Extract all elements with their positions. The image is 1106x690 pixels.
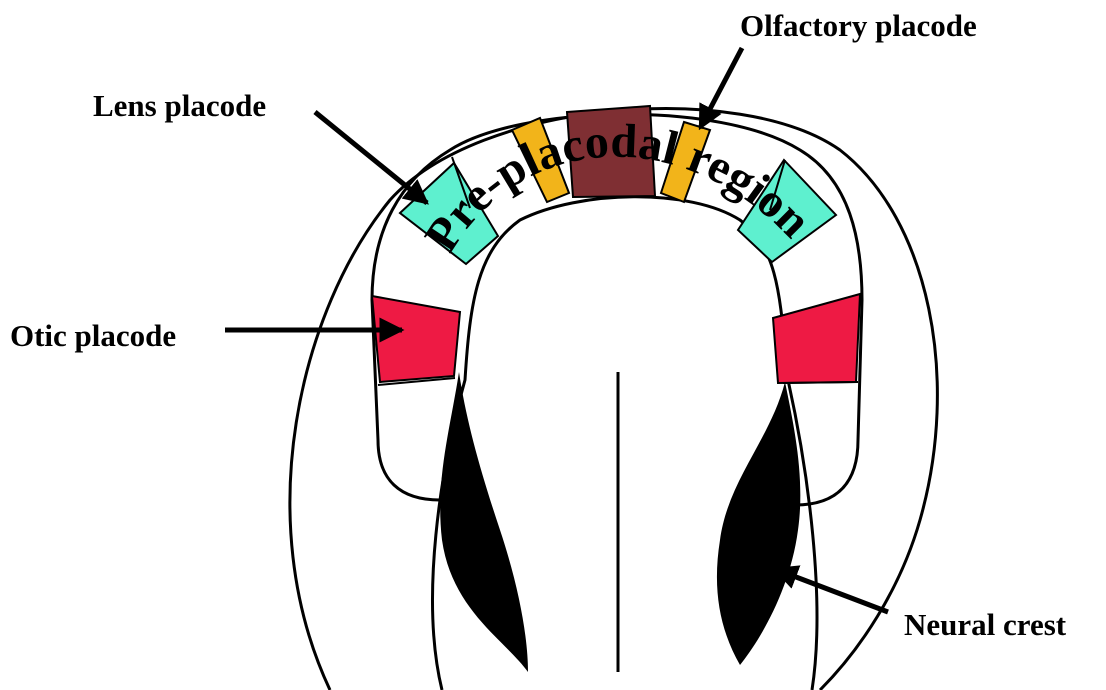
lens-placode-label: Lens placode (93, 88, 266, 123)
otic-placode-right (773, 294, 860, 383)
lens-arrow (315, 112, 427, 203)
olfactory-arrow (700, 48, 742, 128)
olfactory-placode-label: Olfactory placode (740, 8, 977, 43)
otic-placode-label: Otic placode (10, 318, 176, 353)
neural-crest-arrow (775, 569, 888, 612)
otic-placode-left (372, 296, 460, 382)
neural-crest-right (717, 382, 800, 665)
neural-crest-left (440, 372, 528, 672)
neural-crest-label: Neural crest (904, 607, 1067, 642)
